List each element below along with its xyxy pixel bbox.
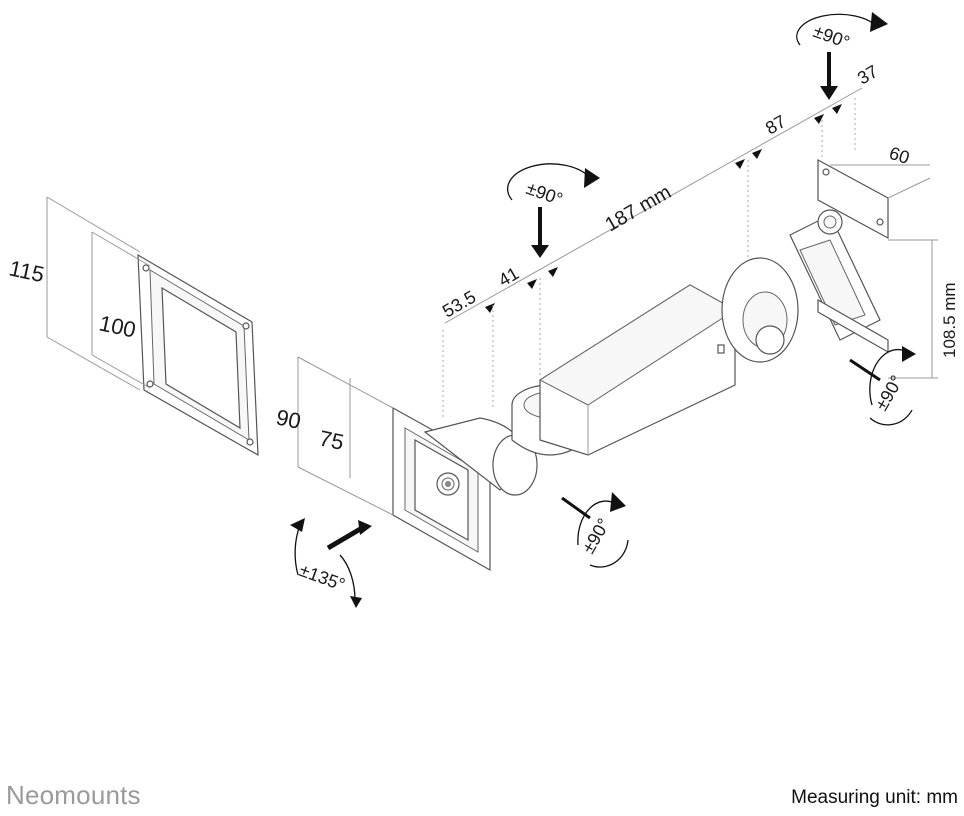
vesa-dimension-lines — [46, 196, 151, 391]
arm-dimension-line — [442, 87, 863, 420]
dim-115: 115 — [7, 255, 47, 287]
brand-logo: Neomounts — [6, 780, 141, 810]
dim-75: 75 — [317, 425, 346, 455]
dim-87: 87 — [762, 111, 789, 138]
vesa-plate — [137, 253, 259, 457]
rotation-head-label: ±90° — [578, 515, 614, 557]
dim-90: 90 — [274, 404, 303, 434]
rotation-top-label: ±90° — [811, 21, 853, 52]
wall-joint — [721, 209, 881, 363]
measuring-unit: Measuring unit: mm — [791, 787, 958, 808]
dim-108-5: 108.5 mm — [940, 282, 959, 358]
dim-60: 60 — [887, 143, 912, 168]
rotation-mid-label: ±90° — [524, 178, 566, 209]
head-bracket — [392, 406, 491, 572]
rotation-tilt-label: ±135° — [297, 560, 348, 595]
rotation-wall — [849, 346, 916, 426]
dim-37: 37 — [854, 61, 881, 88]
dim-53-5: 53.5 — [439, 287, 479, 322]
rotation-head — [561, 492, 629, 568]
dim-187: 187 mm — [602, 181, 676, 236]
main-arm — [538, 284, 736, 456]
rotation-top-right — [796, 12, 888, 100]
dim-100: 100 — [97, 310, 138, 342]
rotation-mid — [507, 163, 600, 258]
head-dimension-lines — [297, 356, 394, 516]
dim-41: 41 — [495, 263, 522, 290]
rotation-tilt — [290, 518, 372, 608]
wall-dimension-lines — [830, 164, 938, 379]
